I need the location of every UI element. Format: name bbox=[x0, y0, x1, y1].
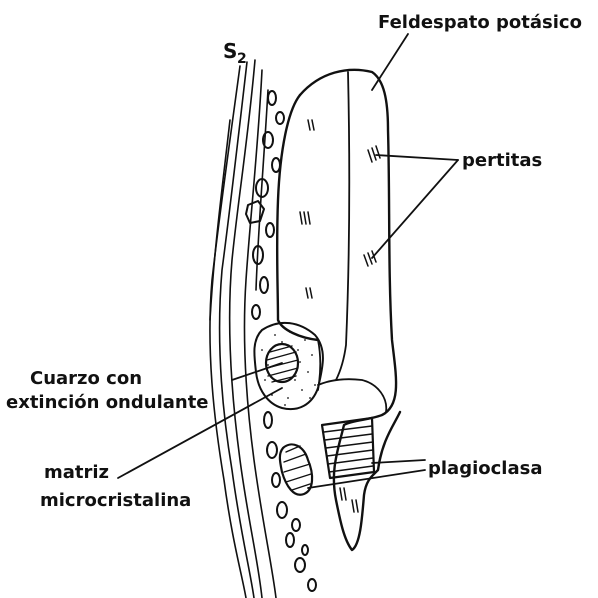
leader-pertitas-2 bbox=[372, 160, 458, 258]
plagioclase-crystal bbox=[322, 418, 374, 478]
label-cuarzo-line1: Cuarzo con bbox=[30, 368, 142, 389]
leader-feldespato bbox=[372, 34, 408, 90]
s2-foliation-band bbox=[210, 60, 276, 598]
perthite-marks bbox=[300, 120, 380, 512]
leader-lines bbox=[118, 34, 458, 488]
label-feldespato: Feldespato potásico bbox=[378, 12, 582, 33]
label-matriz-line1: matriz bbox=[44, 462, 109, 483]
label-plagioclasa: plagioclasa bbox=[428, 458, 542, 479]
microcrystalline-matrix bbox=[254, 323, 323, 409]
label-pertitas: pertitas bbox=[462, 150, 542, 171]
label-matriz-line2: microcristalina bbox=[40, 490, 191, 511]
lower-hatched-grain bbox=[280, 444, 312, 494]
label-s2-subscript: 2 bbox=[237, 51, 247, 67]
label-s2: S bbox=[223, 39, 237, 63]
label-cuarzo-line2: extinción ondulante bbox=[6, 392, 209, 413]
k-feldspar-crystal bbox=[277, 70, 400, 550]
